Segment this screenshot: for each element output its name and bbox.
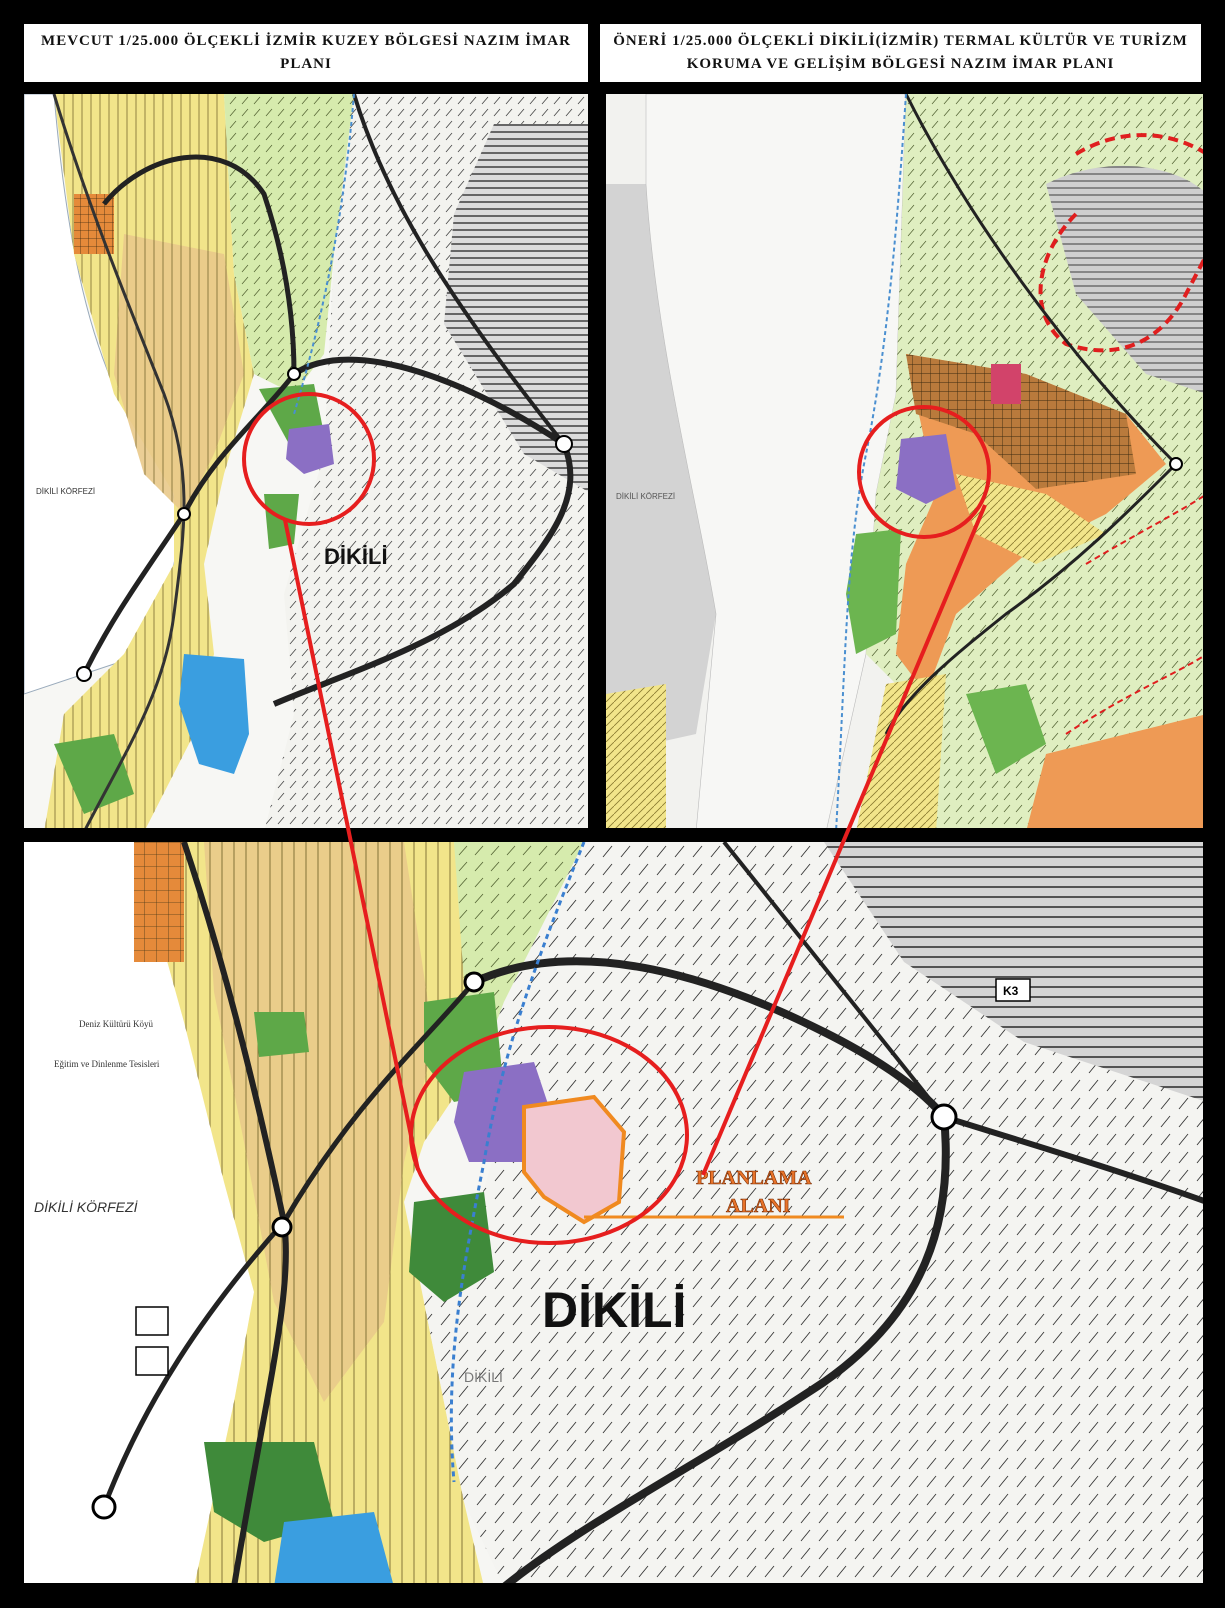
thermal-grid-zone <box>906 354 1136 489</box>
junction-zoom-2 <box>930 1103 958 1131</box>
thermal-zone <box>286 424 334 474</box>
thermal-core <box>896 434 956 504</box>
gulf-label: DİKİLİ KÖRFEZİ <box>34 1198 139 1215</box>
road-code-sign <box>995 978 1031 1002</box>
existing-plan-title-text: MEVCUT 1/25.000 ÖLÇEKLİ İZMİR KUZEY BÖLG… <box>41 33 571 72</box>
protection-boundary <box>1038 212 1203 353</box>
forest-area-zoom-2 <box>409 1192 494 1302</box>
facility-icon <box>135 1306 169 1336</box>
junction-proposed <box>1169 457 1183 471</box>
red-dashed-boundary-2 <box>1065 655 1203 735</box>
lake-area <box>179 654 249 774</box>
sea-area-proposed <box>606 184 716 754</box>
forest-area-zoom-4 <box>254 1012 309 1057</box>
existing-plan-map-svg: DİKİLİ DİKİLİ KÖRFEZİ <box>24 94 588 828</box>
junction-zoom-3 <box>271 1216 293 1238</box>
protection-area-proposed <box>1046 165 1203 393</box>
planning-area-label-1: PLANLAMA <box>696 1167 812 1189</box>
junction-3 <box>177 507 191 521</box>
gulf-label-small: DİKİLİ KÖRFEZİ <box>36 487 95 496</box>
zoomed-detail-map-svg: K3 Deniz Kültürü Köyü Eğitim ve Dinlenme… <box>24 842 1203 1583</box>
existing-plan-map[interactable]: DİKİLİ DİKİLİ KÖRFEZİ <box>22 92 590 830</box>
proposed-plan-map[interactable]: DİKİLİ KÖRFEZİ <box>604 92 1205 830</box>
orange-zone-lower <box>1027 714 1203 828</box>
junction-2 <box>555 435 573 453</box>
river-zoom <box>449 842 586 1483</box>
junction-zoom-1 <box>463 971 485 993</box>
pink-block <box>991 364 1021 404</box>
proposed-plan-map-svg: DİKİLİ KÖRFEZİ <box>606 94 1203 828</box>
gulf-area <box>24 842 254 1583</box>
protection-boundary-2 <box>1074 133 1203 156</box>
coast-road <box>52 94 186 828</box>
poi-label-1: Deniz Kültürü Köyü <box>79 1019 153 1029</box>
proposed-plan-title-text: ÖNERİ 1/25.000 ÖLÇEKLİ DİKİLİ(İZMİR) TER… <box>613 33 1188 72</box>
town-label-faint: DİKİLİ <box>464 1368 503 1385</box>
forest-area-zoom-3 <box>204 1442 334 1542</box>
gulf-label-proposed: DİKİLİ KÖRFEZİ <box>616 492 675 501</box>
lake-area-zoom <box>274 1512 393 1583</box>
poi-label-2: Eğitim ve Dinlenme Tesisleri <box>54 1059 160 1069</box>
residential-zone-proposed <box>606 684 666 828</box>
junction-4 <box>76 666 92 682</box>
river <box>293 94 355 415</box>
town-label-large: DİKİLİ <box>542 1282 686 1338</box>
proposed-plan-title: ÖNERİ 1/25.000 ÖLÇEKLİ DİKİLİ(İZMİR) TER… <box>598 22 1203 84</box>
facility-icon-2 <box>135 1346 169 1376</box>
forest-area-proposed <box>846 529 901 654</box>
road-2 <box>352 94 566 446</box>
road-code-label: K3 <box>1003 984 1019 998</box>
forest-area-3 <box>54 734 134 814</box>
planning-area-label-2: ALANI <box>726 1195 791 1217</box>
existing-plan-title: MEVCUT 1/25.000 ÖLÇEKLİ İZMİR KUZEY BÖLG… <box>22 22 590 84</box>
connector-road-2 <box>101 1220 286 1508</box>
junction-1 <box>287 367 301 381</box>
agriculture-zone <box>224 94 354 394</box>
junction-zoom-4 <box>91 1494 117 1520</box>
zoomed-detail-map[interactable]: K3 Deniz Kültürü Köyü Eğitim ve Dinlenme… <box>22 840 1205 1585</box>
highway-proposed <box>904 94 1178 466</box>
planning-area <box>522 1094 627 1225</box>
thermal-yellow-zone <box>956 474 1106 564</box>
town-label-small: DİKİLİ <box>324 544 388 569</box>
highway-zoom-3 <box>502 1116 950 1583</box>
